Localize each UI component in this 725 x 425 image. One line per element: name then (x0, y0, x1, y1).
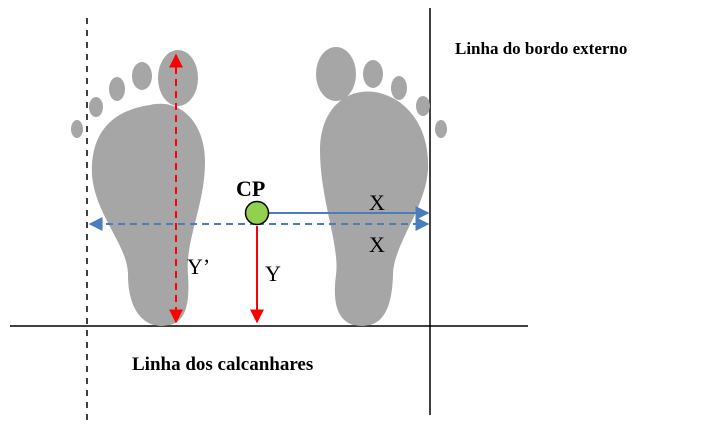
left-foot-big-toe (158, 50, 198, 106)
right-foot-big-toe (316, 47, 356, 101)
left-foot-toe-5 (71, 120, 83, 138)
right-foot-toe-3 (391, 76, 407, 100)
y-prime-label: Y’ (187, 254, 210, 279)
left-foot-sole (91, 103, 205, 326)
right-footprint (316, 47, 447, 326)
y-label: Y (265, 261, 281, 286)
left-foot-toe-4 (89, 97, 103, 117)
right-foot-toe-4 (416, 96, 430, 116)
cp-label: CP (236, 176, 265, 201)
cp-point (244, 200, 270, 226)
x-label-upper: X (369, 190, 385, 215)
right-foot-toe-2 (363, 60, 383, 88)
right-foot-toe-5 (435, 120, 447, 138)
left-footprint (71, 50, 205, 326)
heel-line-label: Linha dos calcanhares (132, 354, 313, 375)
outer-edge-line-label: Linha do bordo externo (455, 39, 627, 58)
x-label-lower: X (369, 232, 385, 257)
left-foot-toe-2 (132, 62, 152, 90)
left-foot-toe-3 (109, 77, 125, 101)
right-foot-sole (320, 91, 429, 326)
